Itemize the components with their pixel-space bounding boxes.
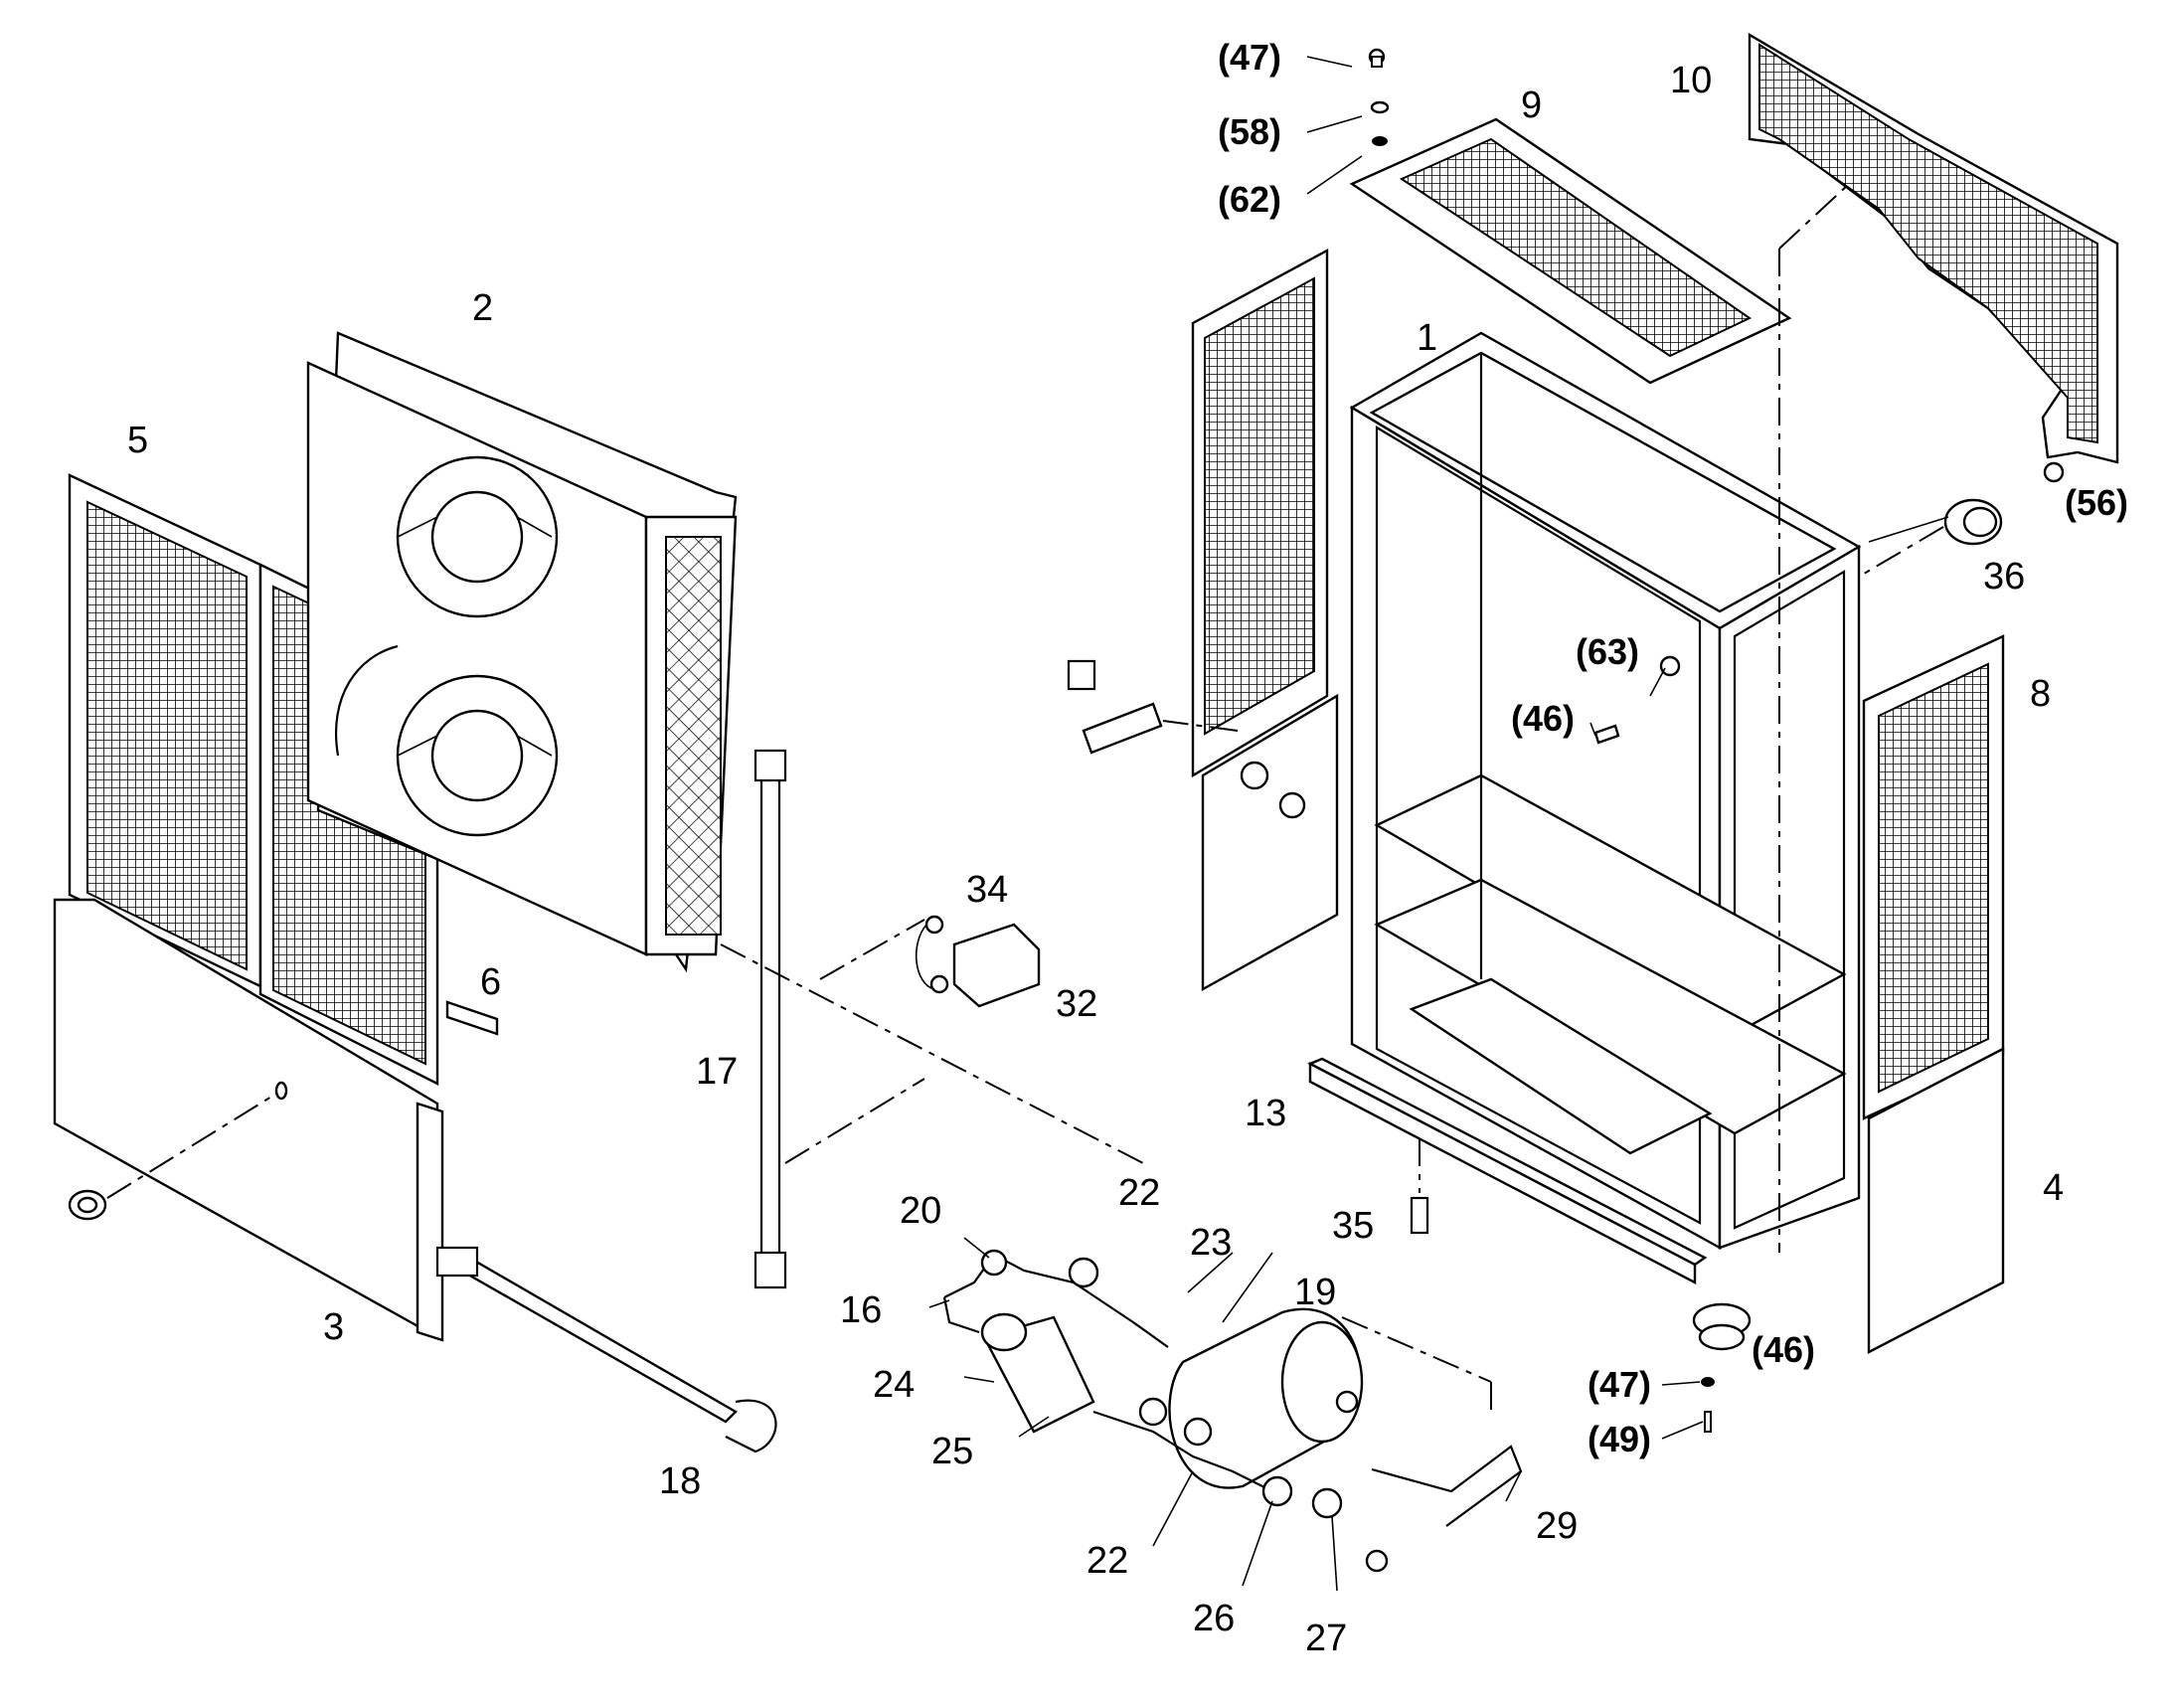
part-8-right-grille [1862, 634, 2005, 1120]
refrigerant-lines [942, 1249, 1523, 1573]
part-10-rear-panel [1748, 32, 2119, 464]
part-19-receiver-tank [1168, 1307, 1364, 1489]
label-63: (63) [1576, 631, 1639, 672]
label-18: 18 [659, 1460, 701, 1502]
label-1: 1 [1417, 317, 1437, 359]
label-23: 23 [1190, 1222, 1232, 1264]
part-13-bottom-rail [1307, 1057, 1708, 1284]
label-25: 25 [931, 1431, 973, 1472]
label-2: 2 [472, 287, 493, 329]
part-4-right-lower-panel [1867, 1047, 2005, 1354]
hardware-56 [2043, 461, 2065, 483]
label-32: 32 [1056, 983, 1097, 1025]
leader-lines [928, 56, 1949, 1592]
label-4: 4 [2043, 1167, 2064, 1209]
side-grille-panel-upper [1191, 248, 1329, 778]
label-62: (62) [1218, 179, 1281, 220]
label-34: 34 [966, 869, 1008, 911]
label-10: 10 [1670, 60, 1712, 101]
label-9: 9 [1521, 85, 1542, 126]
label-36: 36 [1983, 556, 2025, 598]
label-20: 20 [900, 1190, 941, 1232]
label-5: 5 [127, 420, 148, 461]
part-35-foot [1410, 1196, 1429, 1235]
part-9-top-cover [1349, 117, 1792, 385]
part-24-filter-drier [980, 1312, 1095, 1434]
label-29: 29 [1536, 1505, 1578, 1547]
callout-labels: 1 2 3 4 5 6 8 9 10 13 16 17 18 19 20 22 … [127, 37, 2128, 1659]
label-35: 35 [1332, 1205, 1374, 1247]
label-13: 13 [1245, 1093, 1286, 1134]
label-47-top: (47) [1218, 37, 1281, 78]
part-6-bracket [445, 1000, 499, 1036]
latch-bracket [1067, 659, 1163, 755]
label-16: 16 [840, 1289, 882, 1331]
label-6: 6 [480, 961, 501, 1003]
part-2-condenser-fan-assembly [306, 331, 738, 973]
part-1-frame [1349, 331, 1862, 1251]
label-26: 26 [1193, 1598, 1235, 1639]
side-access-panel [1201, 693, 1339, 992]
part-46-mount [1692, 1302, 1752, 1351]
part-17-tube [753, 749, 787, 1289]
part-3-lower-panel [53, 898, 444, 1342]
label-46-low: (46) [1752, 1329, 1815, 1370]
label-49: (49) [1588, 1419, 1651, 1459]
part-18-hose [435, 1246, 777, 1453]
label-22a: 22 [1118, 1172, 1160, 1214]
label-56: (56) [2065, 482, 2128, 523]
part-32-pressure-switch [915, 915, 1041, 1008]
hardware-47-58-62 [1368, 48, 1390, 146]
label-22b: 22 [1086, 1540, 1128, 1582]
label-58: (58) [1218, 111, 1281, 152]
label-46-mid: (46) [1511, 698, 1575, 739]
label-8: 8 [2030, 673, 2051, 715]
label-19: 19 [1294, 1272, 1336, 1313]
hardware-47-49-lower [1701, 1377, 1715, 1433]
label-27: 27 [1305, 1618, 1347, 1659]
part-36-gland [1943, 498, 2003, 546]
label-3: 3 [323, 1306, 344, 1348]
hardware-63-46 [1593, 655, 1681, 745]
label-17: 17 [696, 1051, 738, 1093]
label-24: 24 [873, 1364, 915, 1406]
label-47-low: (47) [1588, 1364, 1651, 1405]
